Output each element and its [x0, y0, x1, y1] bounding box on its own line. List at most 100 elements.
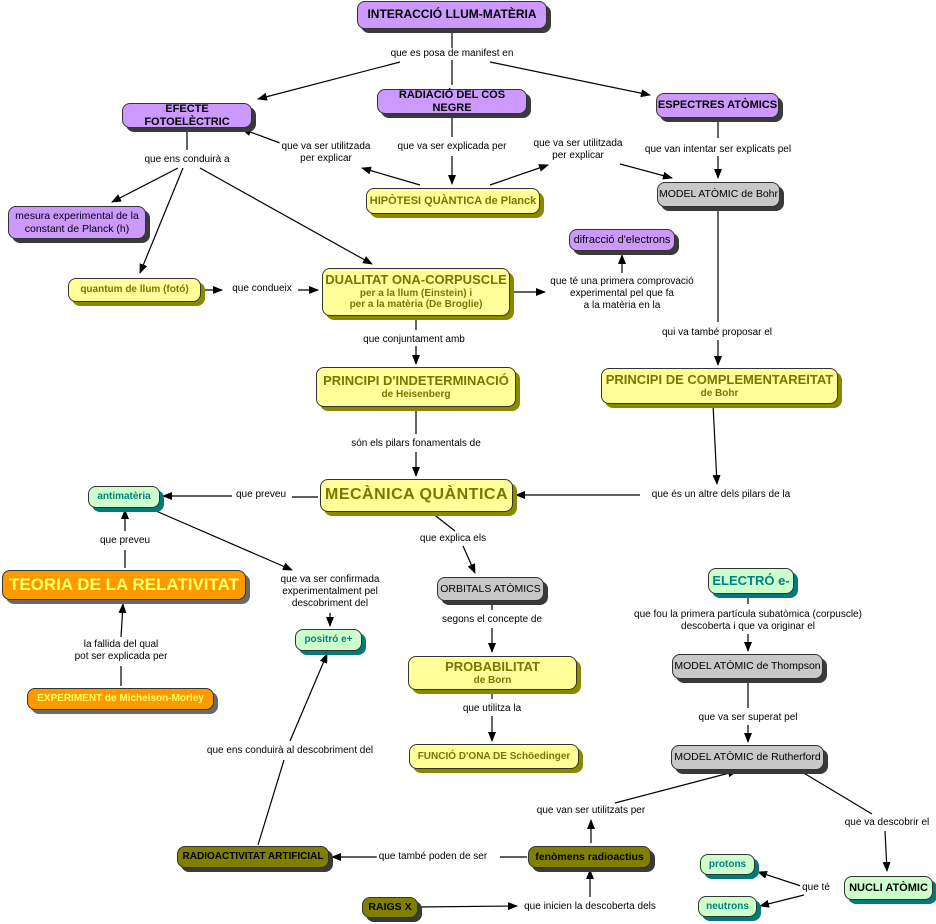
link-label-text: per explicar [552, 150, 604, 161]
link-label-text: que utilitza la [462, 703, 522, 714]
node-relativitat-text: TEORIA DE LA RELATIVITAT [8, 575, 240, 595]
node-indeterminacio-title: PRINCIPI D'INDETERMINACIÓ [323, 372, 509, 388]
node-probabilitat[interactable]: PROBABILITAT de Born [408, 656, 577, 690]
link-label-preveu-1: que preveu [233, 489, 289, 501]
link-label-concepte: segons el concepte de [439, 614, 545, 626]
link-label-text: que es posa de manifest en [390, 48, 514, 59]
node-espectres-atomics[interactable]: ESPECTRES ATÒMICS [656, 93, 779, 118]
node-complementarietat-sub: de Bohr [700, 387, 739, 399]
link-label-text: la fallida del qual [83, 639, 159, 650]
node-positro-text: positró e+ [304, 634, 353, 646]
link-label-text: que va ser superat pel [698, 712, 798, 723]
connector-line-7 [139, 167, 184, 274]
node-antimateria[interactable]: antimatèria [88, 486, 160, 508]
node-electro-text: ELECTRÓ e- [712, 572, 790, 588]
link-label-text: descoberta i que va originar el [681, 621, 815, 632]
connector-line-54 [417, 902, 518, 911]
link-label-utilitza: que utilitza la [460, 703, 524, 715]
node-model-bohr[interactable]: MODEL ATÒMIC de Bohr [657, 182, 780, 207]
node-protons[interactable]: protons [700, 854, 755, 875]
node-principi-complementarietat[interactable]: PRINCIPI DE COMPLEMENTAREITAT de Bohr [601, 368, 838, 404]
node-planck-text-2: constant de Planck (h) [24, 222, 130, 235]
node-probabilitat-title: PROBABILITAT [445, 658, 540, 674]
connector-line-12 [619, 163, 673, 180]
link-label-text: que té [802, 882, 830, 893]
node-model-rutherford[interactable]: MODEL ATÒMIC de Rutherford [671, 745, 824, 770]
node-electro[interactable]: ELECTRÓ e- [708, 568, 794, 594]
node-quantum-llum[interactable]: quantum de llum (fotó) [68, 278, 201, 302]
link-label-descobriment-del: que ens conduirà al descobriment del [204, 745, 376, 757]
link-label-preveu-2: que preveu [97, 535, 153, 547]
link-label-explica-els: que explica els [417, 533, 489, 545]
node-antimateria-text: antimatèria [97, 491, 151, 503]
node-efecte-fotoelectric[interactable]: EFECTE FOTOELÈCTRIC [122, 103, 252, 128]
node-radiacio-cos-negre[interactable]: RADIACIÓ DEL COS NEGRE [377, 89, 527, 114]
link-label-text: que inicien la descoberta dels [524, 901, 656, 912]
node-complementarietat-title: PRINCIPI DE COMPLEMENTAREITAT [605, 371, 834, 387]
node-principi-indeterminacio[interactable]: PRINCIPI D'INDETERMINACIÓ de Heisenberg [316, 367, 516, 407]
node-funcio-ona-text: FUNCIÓ D'ONA DE Schöedinger [417, 750, 571, 762]
link-label-text: que van intentar ser explicats pel [644, 144, 792, 155]
link-label-text: per explicar [300, 153, 352, 164]
node-neutrons-text: neutrons [706, 900, 749, 912]
connector-line-10 [361, 166, 421, 186]
node-constant-planck[interactable]: mesura experimental de la constant de Pl… [8, 206, 146, 239]
node-fenomens-text: fenòmens radioactius [535, 850, 644, 863]
link-label-text: que conjuntament amb [363, 334, 465, 345]
link-label-text: descobriment del [291, 598, 369, 609]
node-interaccio-llum-materia[interactable]: INTERACCIÓ LLUM-MATÈRIA [357, 1, 547, 29]
node-interaccio-text: INTERACCIÓ LLUM-MATÈRIA [367, 7, 537, 22]
connector-line-32 [118, 603, 127, 638]
connector-line-49 [801, 771, 873, 815]
node-model-thompson[interactable]: MODEL ATÒMIC de Thompson [672, 654, 823, 679]
node-dualitat-sub1: per a la llum (Einstein) i [359, 287, 473, 299]
connector-line-56 [759, 894, 805, 908]
link-label-text: qui va també proposar el [661, 327, 773, 338]
link-label-text: que condueix [232, 283, 292, 294]
link-label-primera-particula: que fou la primera partícula subatòmica … [632, 609, 864, 633]
node-difraccio-text: difracció d'electrons [573, 233, 671, 246]
connector-line-11 [489, 164, 549, 186]
node-cos-negre-text: RADIACIÓ DEL COS NEGRE [398, 88, 506, 114]
node-raigs-x[interactable]: RAIGS X [362, 897, 418, 918]
node-experiment-michelson-morley[interactable]: EXPERIMENT de Michelson-Morley [27, 688, 214, 710]
link-label-text: que va ser explicada per [397, 141, 507, 152]
link-label-text: pot ser explicada per [74, 651, 168, 662]
node-fenomens-radioactius[interactable]: fenòmens radioactius [528, 846, 651, 868]
node-orbitals-atomics[interactable]: ORBITALS ATÒMICS [437, 577, 544, 601]
node-dualitat-ona-corpuscle[interactable]: DUALITAT ONA-CORPUSCLE per a la llum (Ei… [322, 268, 510, 316]
node-nucli-atomic[interactable]: NUCLI ATÒMIC [844, 876, 933, 900]
link-label-text: segons el concepte de [441, 614, 543, 625]
link-label-text: experimentalment pel [282, 586, 378, 597]
node-positro[interactable]: positró e+ [295, 629, 362, 651]
node-michelson-text: EXPERIMENT de Michelson-Morley [37, 693, 204, 705]
node-neutrons[interactable]: neutrons [698, 896, 757, 917]
link-label-text: que ens conduirà a [144, 154, 230, 165]
link-label-altre-pilar: que és un altre dels pilars de la [649, 489, 793, 501]
connector-line-48 [614, 769, 738, 804]
node-dualitat-sub2: per a la matèria (De Broglie) [349, 299, 483, 311]
node-espectres-text: ESPECTRES ATÒMICS [657, 99, 778, 112]
link-label-text: a la matèria en la [583, 300, 661, 311]
link-label-superat: que va ser superat pel [696, 712, 800, 724]
link-label-text: que ens conduirà al descobriment del [206, 745, 374, 756]
node-teoria-relativitat[interactable]: TEORIA DE LA RELATIVITAT [2, 570, 246, 600]
link-label-text: que preveu [99, 535, 151, 546]
node-funcio-ona[interactable]: FUNCIÓ D'ONA DE Schöedinger [409, 744, 579, 769]
link-label-text: que també poden de ser [378, 851, 488, 862]
node-difraccio-electrons[interactable]: difracció d'electrons [569, 229, 675, 251]
node-radioactivitat-artificial[interactable]: RADIOACTIVITAT ARTIFICIAL [177, 846, 329, 868]
node-fotoelectric-text: EFECTE FOTOELÈCTRIC [144, 102, 230, 128]
connector-line-36 [462, 545, 476, 574]
node-mecanica-quantica[interactable]: MECÀNICA QUÀNTICA [320, 479, 513, 512]
connector-line-9 [241, 128, 281, 144]
link-label-text: experimental pel que fa [570, 288, 674, 299]
link-label-pilars: són els pilars fonamentals de [349, 438, 483, 450]
link-label-text: que té una primera comprovació [550, 276, 694, 287]
node-hipotesi-quantica[interactable]: HIPÒTESI QUÀNTICA de Planck [366, 188, 540, 214]
link-label-que-te: que té [800, 882, 832, 894]
node-quantum-text: quantum de llum (fotó) [80, 284, 189, 296]
